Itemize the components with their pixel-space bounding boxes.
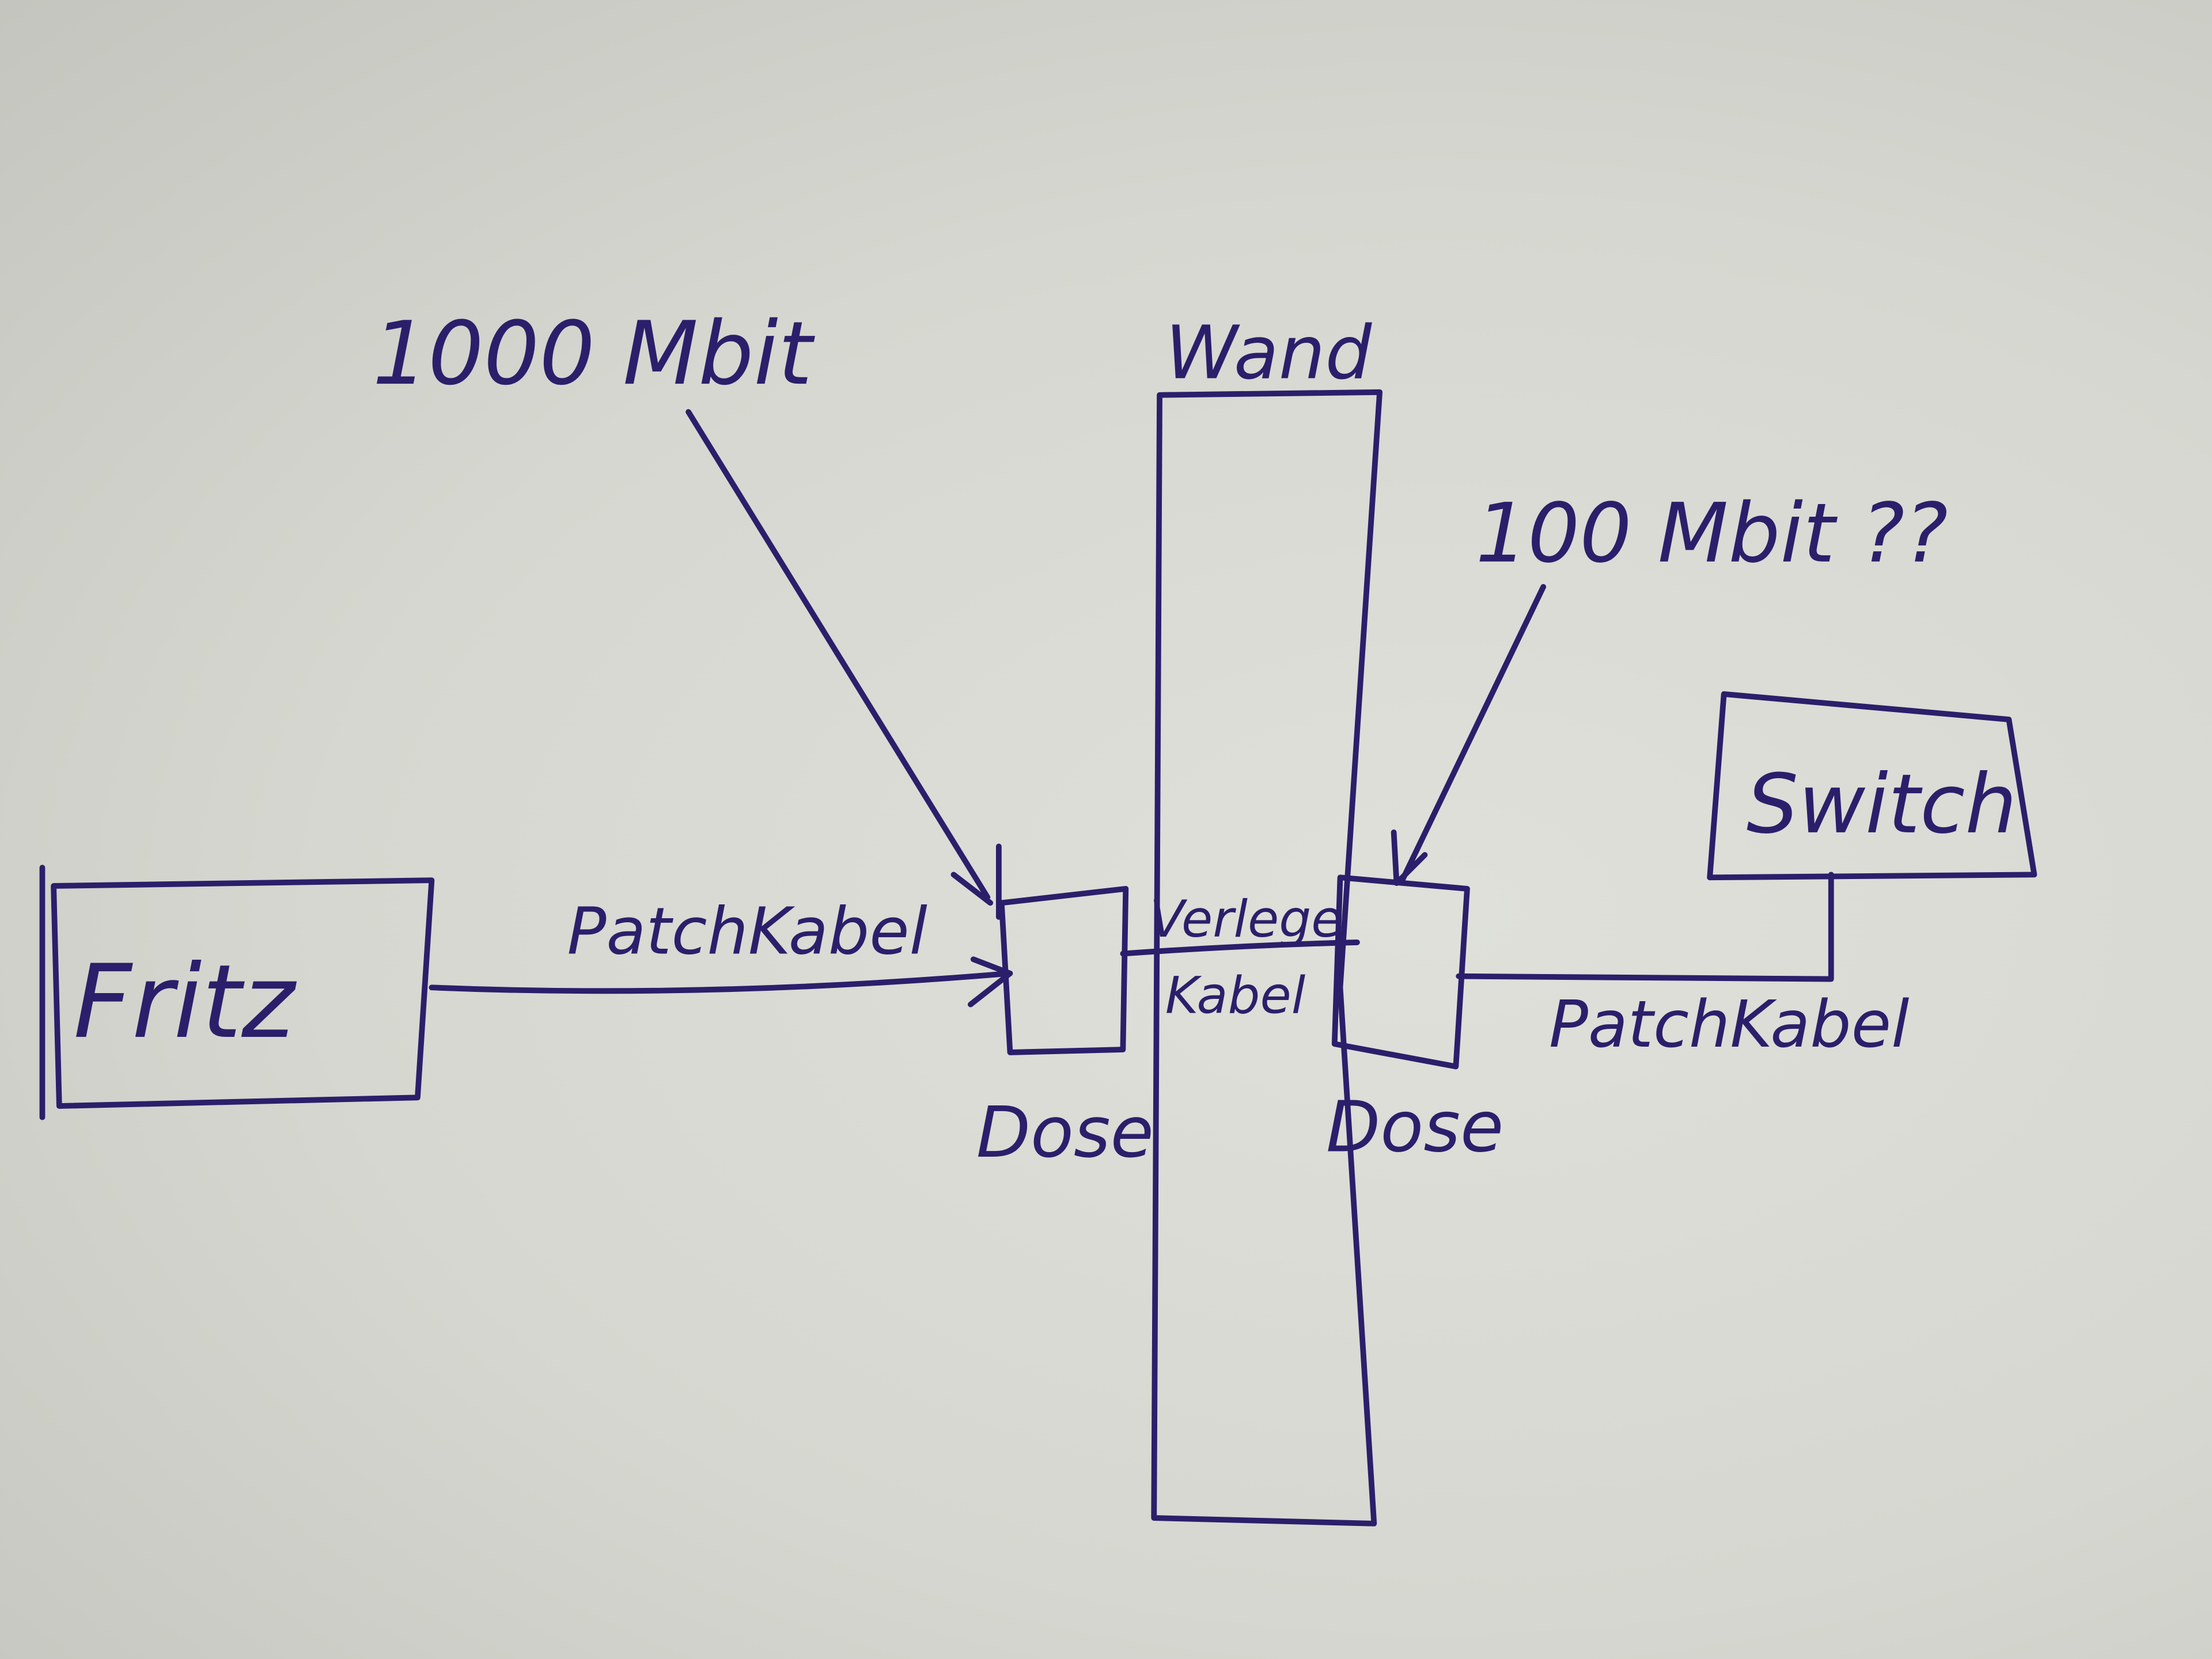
socket-left-shape (995, 843, 1129, 1055)
speed-right-arrow (1391, 584, 1547, 886)
socket-left-label: Dose (976, 1091, 1154, 1173)
patch-cable-left-line (429, 956, 1013, 1007)
installed-cable-label-2: Kabel (1165, 965, 1306, 1025)
wall-shape (1151, 389, 1382, 1527)
speed-left-label: 1000 Mbit (373, 302, 816, 404)
patch-cable-right-line (1456, 872, 1834, 982)
wall-node: Wand (1151, 310, 1382, 1527)
patch-cable-right: PatchKabel (1456, 872, 1909, 1062)
switch-label: Switch (1747, 757, 2017, 852)
patch-cable-right-label: PatchKabel (1549, 986, 1909, 1062)
socket-right-label: Dose (1326, 1085, 1503, 1168)
speed-right-label: 100 Mbit ?? (1476, 486, 1948, 581)
installed-cable-line (1120, 940, 1360, 957)
wall-label: Wand (1165, 310, 1373, 396)
fritz-box-shape (39, 865, 435, 1120)
socket-right: Dose (1326, 874, 1503, 1168)
patch-cable-left: PatchKabel (429, 893, 1013, 1007)
socket-left: Dose (976, 843, 1154, 1173)
installed-cable-label-1: Verlege (1150, 889, 1343, 949)
switch-box-shape (1707, 691, 2037, 881)
switch-node: Switch (1707, 691, 2037, 881)
speed-left-arrow (685, 409, 994, 906)
socket-right-shape (1331, 874, 1470, 1070)
patch-cable-left-label: PatchKabel (567, 893, 927, 969)
fritz-label: Fritz (73, 942, 297, 1061)
annotation-right: 100 Mbit ?? (1391, 486, 1948, 886)
installed-cable: Verlege Kabel (1120, 889, 1360, 1025)
annotation-left: 1000 Mbit (373, 302, 994, 906)
fritz-node: Fritz (39, 865, 435, 1120)
